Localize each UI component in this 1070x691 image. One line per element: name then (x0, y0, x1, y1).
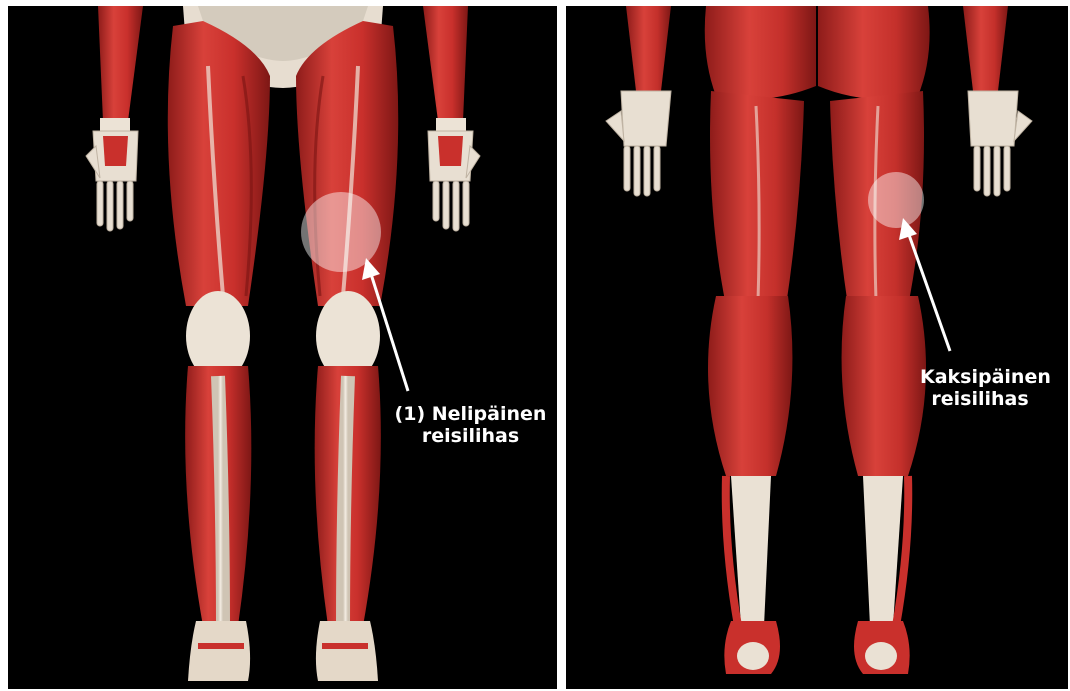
front-view-panel: (1) Nelipäinen reisilihas (8, 6, 557, 689)
left-forearm (423, 6, 468, 121)
left-forearm-back (626, 6, 671, 91)
right-foot (188, 621, 250, 681)
highlight-circle (301, 192, 381, 272)
right-hand-back (968, 91, 1032, 196)
left-glute (705, 6, 816, 99)
left-foot (316, 621, 378, 681)
right-calf (842, 296, 926, 476)
left-hand-back (606, 91, 671, 196)
back-view-illustration (566, 6, 1068, 689)
quadriceps-label: (1) Nelipäinen reisilihas (388, 403, 553, 447)
highlight-circle-back (868, 172, 924, 228)
hamstring-label-line2: reisilihas (920, 388, 1040, 410)
quadriceps-label-line1: (1) Nelipäinen (388, 403, 553, 425)
front-view-illustration (8, 6, 557, 689)
hamstring-label-line1: Kaksipäinen (920, 366, 1040, 388)
right-forearm (98, 6, 143, 121)
quadriceps-label-line2: reisilihas (388, 425, 553, 447)
left-calf (708, 296, 792, 476)
hamstring-label: Kaksipäinen reisilihas (920, 366, 1040, 410)
right-glute (818, 6, 930, 99)
right-forearm-back (963, 6, 1008, 91)
back-view-panel: Kaksipäinen reisilihas (566, 6, 1068, 689)
